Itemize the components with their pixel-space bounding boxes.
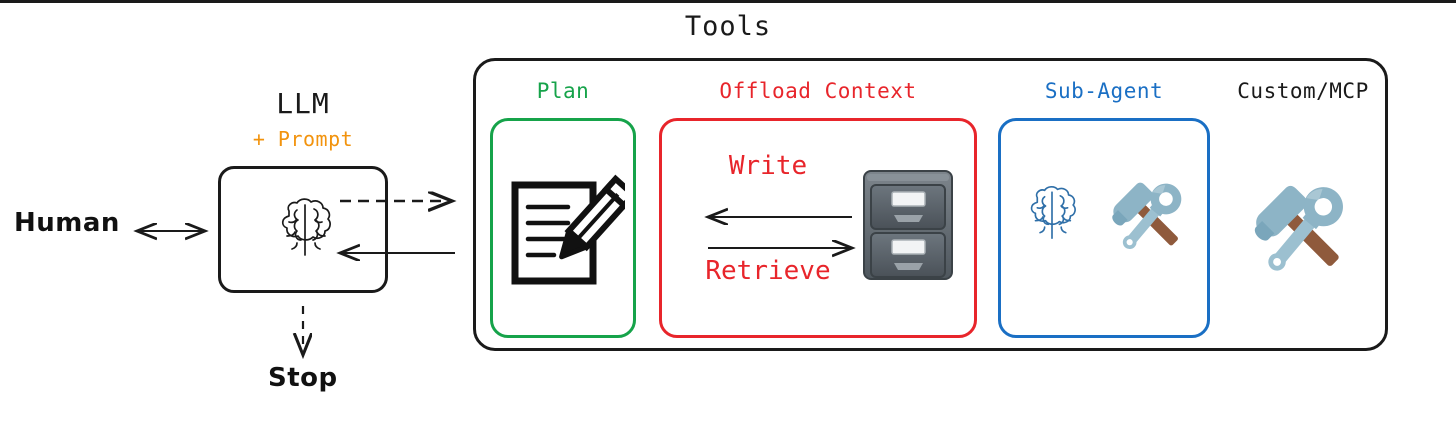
memo-pencil-icon bbox=[505, 173, 638, 292]
file-cabinet-icon bbox=[858, 165, 958, 289]
llm-title: LLM bbox=[276, 87, 330, 120]
llm-prompt-label: + Prompt bbox=[252, 127, 354, 151]
brain-icon bbox=[1015, 183, 1089, 255]
hammer-and-wrench-icon bbox=[1103, 171, 1197, 269]
panel-label-plan: Plan bbox=[536, 79, 590, 103]
retrieve-label: Retrieve bbox=[705, 256, 831, 286]
tools-title: Tools bbox=[684, 11, 772, 42]
brain-icon bbox=[265, 195, 345, 273]
panel-label-offload-context: Offload Context bbox=[719, 79, 917, 103]
panel-label-sub-agent: Sub-Agent bbox=[1044, 79, 1164, 103]
panel-plan[interactable] bbox=[490, 118, 638, 338]
panel-sub-agent[interactable] bbox=[998, 118, 1210, 338]
human-label: Human bbox=[14, 208, 120, 238]
hammer-and-wrench-icon bbox=[1243, 171, 1363, 295]
llm-box bbox=[218, 166, 388, 293]
panel-label-custom-mcp: Custom/MCP bbox=[1237, 79, 1369, 103]
stop-label: Stop bbox=[268, 363, 338, 393]
panel-offload-context[interactable] bbox=[659, 118, 977, 338]
write-label: Write bbox=[728, 151, 808, 181]
